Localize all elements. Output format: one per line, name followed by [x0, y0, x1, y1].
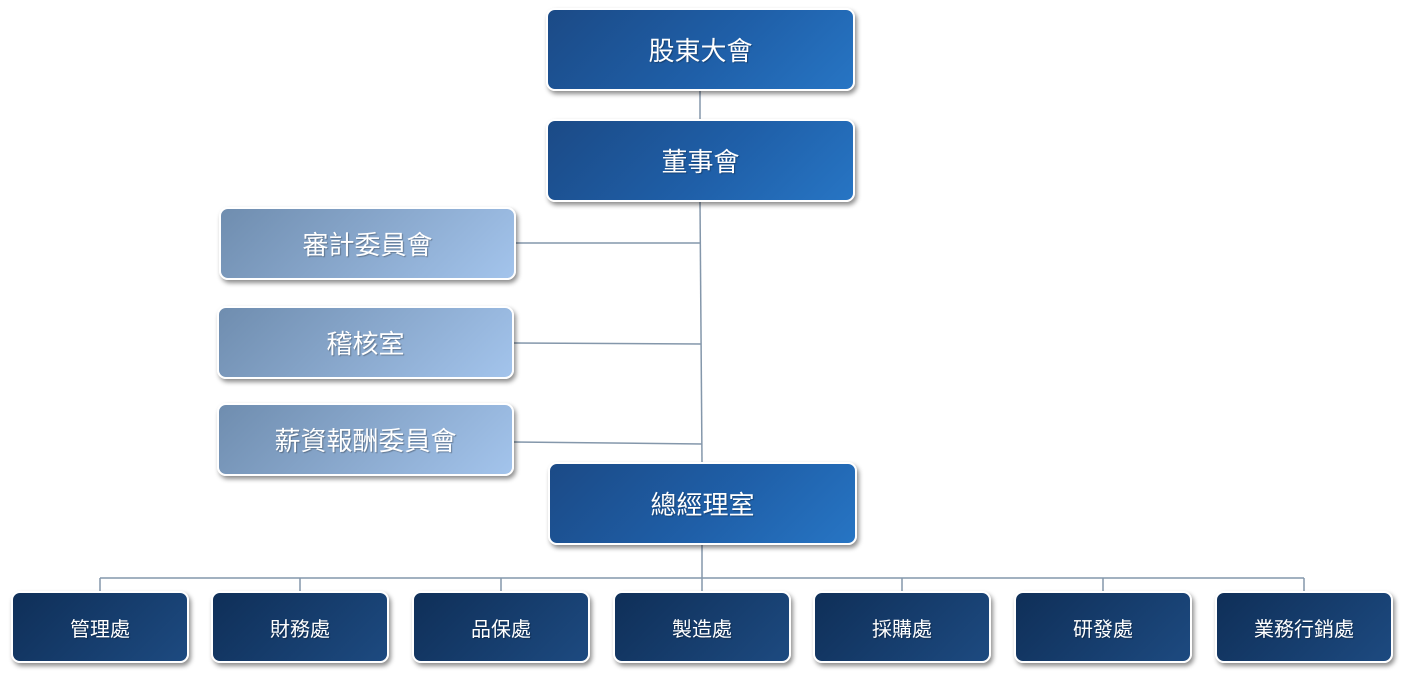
node-general-manager-office: 總經理室	[548, 462, 857, 545]
node-label: 業務行銷處	[1254, 616, 1354, 641]
node-label: 採購處	[872, 616, 932, 641]
node-dept-sales-marketing: 業務行銷處	[1215, 591, 1393, 663]
node-label: 財務處	[270, 616, 330, 641]
node-dept-purchasing: 採購處	[813, 591, 991, 663]
node-board-of-directors: 董事會	[546, 119, 855, 202]
node-compensation-committee: 薪資報酬委員會	[217, 403, 514, 476]
node-label: 管理處	[70, 616, 130, 641]
node-dept-manufacturing: 製造處	[613, 591, 791, 663]
node-dept-finance: 財務處	[211, 591, 389, 663]
node-dept-quality-assurance: 品保處	[412, 591, 590, 663]
node-label: 審計委員會	[302, 231, 433, 261]
node-dept-rnd: 研發處	[1014, 591, 1192, 663]
node-internal-audit-office: 稽核室	[217, 306, 514, 379]
node-label: 股東大會	[648, 37, 753, 67]
connector-compensation	[513, 441, 703, 445]
node-label: 總經理室	[650, 491, 755, 521]
connector-internal-audit	[513, 342, 702, 345]
node-label: 薪資報酬委員會	[274, 427, 457, 457]
node-audit-committee: 審計委員會	[219, 207, 516, 280]
node-label: 稽核室	[326, 330, 405, 360]
node-label: 董事會	[661, 148, 740, 178]
node-label: 研發處	[1073, 616, 1133, 641]
node-label: 製造處	[672, 616, 732, 641]
connector-board-gm	[699, 201, 703, 463]
node-label: 品保處	[471, 616, 531, 641]
node-shareholders-meeting: 股東大會	[546, 8, 855, 91]
node-dept-administration: 管理處	[11, 591, 189, 663]
